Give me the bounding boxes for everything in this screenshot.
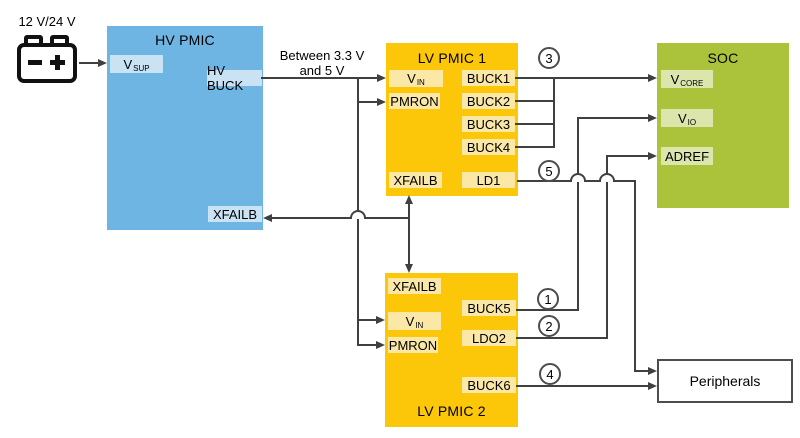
supply-note-line1: Between 3.3 V	[279, 48, 365, 63]
annotation-circle-5: 5	[538, 160, 560, 182]
arrow-into-lv1-vin	[377, 74, 386, 82]
arrow-into-lv1-xfailb	[405, 195, 413, 204]
pin-hv-buck: HV BUCK	[207, 63, 262, 93]
wire-buck5-riser	[577, 117, 579, 311]
wire-ld1-periph	[634, 370, 649, 372]
wire-hop-xfailb-over-trunk	[350, 210, 366, 219]
wire-ld1-drop	[634, 180, 636, 372]
wire-buck1-vcore	[515, 77, 649, 79]
supply-note-line2: and 5 V	[299, 63, 345, 78]
soc-title: SOC	[707, 50, 739, 66]
arrow-into-lv2-pmron	[376, 341, 385, 349]
pin-lv1-xfailb: XFAILB	[389, 172, 442, 188]
hv-pmic-title: HV PMIC	[155, 32, 215, 48]
arrow-into-vio	[648, 114, 657, 122]
battery-plus-sign-vertical	[55, 55, 60, 70]
wire-hop-ld1-over-buck5	[570, 173, 586, 182]
pin-buck5: BUCK5	[462, 300, 516, 316]
lv-pmic1-title: LV PMIC 1	[417, 50, 487, 66]
pin-buck4: BUCK4	[462, 139, 515, 155]
lv-pmic2-title: LV PMIC 2	[417, 403, 486, 419]
arrow-into-hv-xfailb	[263, 214, 272, 222]
pin-hv-xfailb: XFAILB	[208, 206, 262, 222]
pin-ldo2: LDO2	[462, 330, 516, 346]
wire-buck3	[515, 123, 555, 125]
pin-lv2-vin-base: V	[405, 313, 415, 329]
arrow-into-lv2-vin	[376, 316, 385, 324]
arrow-into-lv1-pmron	[377, 98, 386, 106]
pin-vcore-base: V	[670, 71, 680, 87]
pin-buck1: BUCK1	[462, 70, 515, 86]
pin-lv2-vin-sub: IN	[415, 320, 424, 330]
wire-xfailb-vertical	[408, 202, 410, 266]
arrow-into-adref	[648, 152, 657, 160]
wire-buck5-out	[516, 309, 579, 311]
wire-lv1-pmron-branch	[357, 101, 378, 103]
annotation-circle-4: 4	[539, 363, 561, 385]
battery-voltage-label: 12 V/24 V	[18, 14, 76, 29]
pin-lv2-pmron: PMRON	[388, 337, 438, 353]
annotation-circle-1: 1	[537, 288, 559, 310]
arrow-into-vsup	[98, 59, 107, 67]
wire-buck-collector	[553, 77, 555, 148]
arrow-into-lv2-xfailb	[405, 264, 413, 273]
wire-xfailb-horizontal	[271, 217, 410, 219]
supply-voltage-note: Between 3.3 V and 5 V	[270, 48, 374, 78]
peripherals-block: Peripherals	[657, 359, 793, 403]
pin-vsup-base: V	[123, 56, 133, 72]
wire-buck2	[515, 100, 555, 102]
arrow-into-vcore	[648, 74, 657, 82]
wire-lv2-pmron-branch	[357, 344, 377, 346]
wire-hvbuck-out	[261, 77, 378, 79]
pin-lv1-vin-sub: IN	[416, 78, 425, 87]
arrow-ld1-into-peripherals	[648, 367, 657, 375]
pin-buck2: BUCK2	[462, 93, 515, 109]
pin-vcore-sub: CORE	[680, 78, 704, 88]
battery-minus-sign	[28, 60, 42, 65]
wire-battery-vsup	[79, 62, 99, 64]
wire-ldo2-out	[516, 337, 608, 339]
pin-buck6: BUCK6	[462, 377, 516, 393]
wire-adref-in	[606, 155, 649, 157]
pin-buck3: BUCK3	[462, 116, 515, 132]
annotation-circle-3: 3	[538, 47, 560, 69]
pin-vio-sub: IO	[687, 117, 697, 127]
pin-lv2-xfailb: XFAILB	[388, 278, 441, 294]
wire-vio-in	[577, 117, 649, 119]
pin-adref: ADREF	[661, 147, 713, 165]
pin-lv1-pmron: PMRON	[389, 93, 440, 109]
pin-vio-base: V	[677, 110, 687, 126]
battery-body	[17, 43, 77, 83]
pin-ld1: LD1	[462, 172, 515, 188]
wire-lv2-vin-branch	[357, 319, 377, 321]
wire-ldo2-riser	[606, 155, 608, 339]
wire-buck6-out	[516, 385, 649, 387]
pin-vsup-sub: SUP	[133, 63, 150, 73]
wire-buck4	[515, 146, 555, 148]
arrow-buck6-into-peripherals	[648, 382, 657, 390]
wire-hop-ld1-over-ldo2	[599, 173, 615, 182]
pin-lv1-vin-base: V	[407, 71, 416, 86]
annotation-circle-2: 2	[538, 315, 560, 337]
